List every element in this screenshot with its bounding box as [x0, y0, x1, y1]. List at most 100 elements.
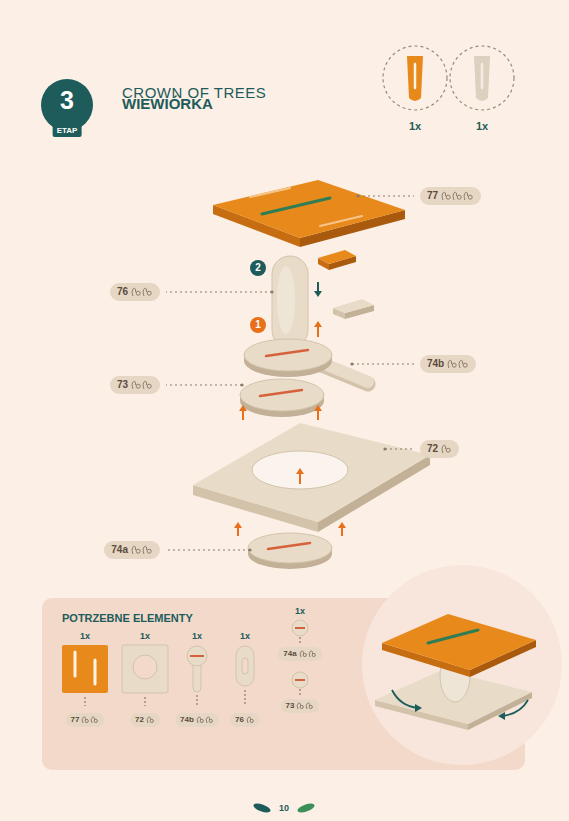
pill-icons: [131, 287, 153, 297]
pointer-line: [144, 697, 145, 706]
arrow-head: [338, 522, 346, 528]
icon-slot: [74, 652, 77, 676]
leader-line: [166, 291, 272, 292]
squirrel-icon: [442, 445, 445, 453]
icon-72-hole: [133, 655, 157, 679]
panel-art: [62, 565, 562, 765]
icon-slot: [94, 660, 97, 684]
dashed-circle: [383, 46, 447, 110]
squirrel-icon: [459, 360, 462, 368]
pill-icons: [146, 716, 155, 724]
disc-slot: [266, 350, 308, 356]
icon-72: [122, 645, 168, 693]
leaf: [296, 802, 315, 815]
leader-dot: [240, 383, 243, 386]
squirrel-icon: [132, 288, 135, 296]
pill-icons: [81, 716, 99, 724]
squirrel-head: [446, 195, 450, 199]
quantity: 1x: [476, 120, 488, 133]
peg-orange: [407, 56, 423, 101]
pill-icons: [447, 359, 469, 369]
arrow-head: [296, 468, 304, 474]
parts-panel: POTRZEBNE ELEMENTY777274b7674a73: [42, 598, 525, 770]
inset-circle: [362, 565, 562, 765]
rotate-arrow: [502, 700, 528, 716]
quantity: 1x: [240, 631, 250, 641]
part-label: 74a: [278, 647, 321, 661]
squirrel-head: [150, 719, 153, 722]
squirrel-icon: [442, 192, 445, 200]
part-label: 76: [110, 283, 160, 301]
dashed-circle: [450, 46, 514, 110]
plate-slot: [262, 198, 330, 214]
arrow-head: [314, 321, 322, 327]
squirrel-head: [310, 705, 313, 708]
squirrel-head: [468, 195, 472, 199]
pointer-line: [244, 690, 245, 706]
arrow-head: [314, 291, 322, 297]
icon-74a: [292, 620, 308, 636]
squirrel-head: [301, 705, 304, 708]
squirrel-head: [147, 291, 151, 295]
rotate-arrow: [392, 690, 418, 708]
disc-slot: [268, 543, 310, 549]
leader-dot: [270, 290, 273, 293]
squirrel-head: [136, 384, 140, 388]
squirrel-head: [147, 549, 151, 553]
plate-72-top: [193, 423, 430, 522]
panel-heading: POTRZEBNE ELEMENTY: [62, 612, 193, 624]
arrow-head: [415, 704, 422, 712]
leaf: [252, 802, 271, 815]
part-label: 73: [281, 699, 320, 713]
part-label: 76: [230, 713, 260, 727]
page-number: 10: [279, 803, 289, 813]
pointer-line: [299, 637, 300, 643]
part-label: 74b: [420, 355, 476, 373]
squirrel-head: [86, 719, 89, 722]
pill-icons: [296, 702, 314, 710]
icon-slot: [295, 627, 305, 629]
subtitle: WIEWIÓRKA: [122, 95, 213, 112]
part-number: 77: [71, 715, 80, 725]
part-74a-top: [248, 533, 332, 563]
squirrel-icon: [143, 288, 146, 296]
part-number: 73: [286, 701, 295, 711]
pointer-line: [84, 697, 85, 706]
squirrel-head: [147, 384, 151, 388]
squirrel-head: [457, 195, 461, 199]
part-number: 74a: [111, 544, 128, 556]
step-badge: 3ETAP: [41, 79, 93, 131]
pill-icons: [299, 650, 317, 658]
plate-slot: [428, 630, 478, 643]
peg-slot: [414, 64, 417, 88]
squirrel-icon: [453, 192, 456, 200]
quantity: 1x: [192, 631, 202, 641]
part-number: 74b: [180, 715, 194, 725]
quantity: 1x: [140, 631, 150, 641]
squirrel-head: [136, 291, 140, 295]
quantity: 1x: [80, 631, 90, 641]
leader-dot: [383, 447, 386, 450]
squirrel-head: [95, 719, 98, 722]
leader-line: [166, 549, 250, 550]
part-label: 74b: [175, 713, 219, 727]
icon-76: [236, 646, 254, 686]
disc-slot: [260, 390, 302, 396]
block-orange-top: [318, 250, 356, 264]
arrow-head: [498, 712, 505, 720]
part-number: 74b: [427, 358, 444, 370]
pointer-line: [196, 695, 197, 706]
part-label: 77: [420, 187, 481, 205]
squirrel-head: [446, 448, 450, 452]
squirrel-head: [250, 719, 253, 722]
part-label: 72: [420, 440, 459, 458]
pill-icons: [441, 191, 474, 201]
pill-icons: [246, 716, 255, 724]
callout-circle: [250, 260, 266, 276]
part-number: 73: [117, 379, 128, 391]
squirrel-head: [200, 719, 203, 722]
squirrel-icon: [132, 546, 135, 554]
plate-hole: [252, 451, 348, 489]
